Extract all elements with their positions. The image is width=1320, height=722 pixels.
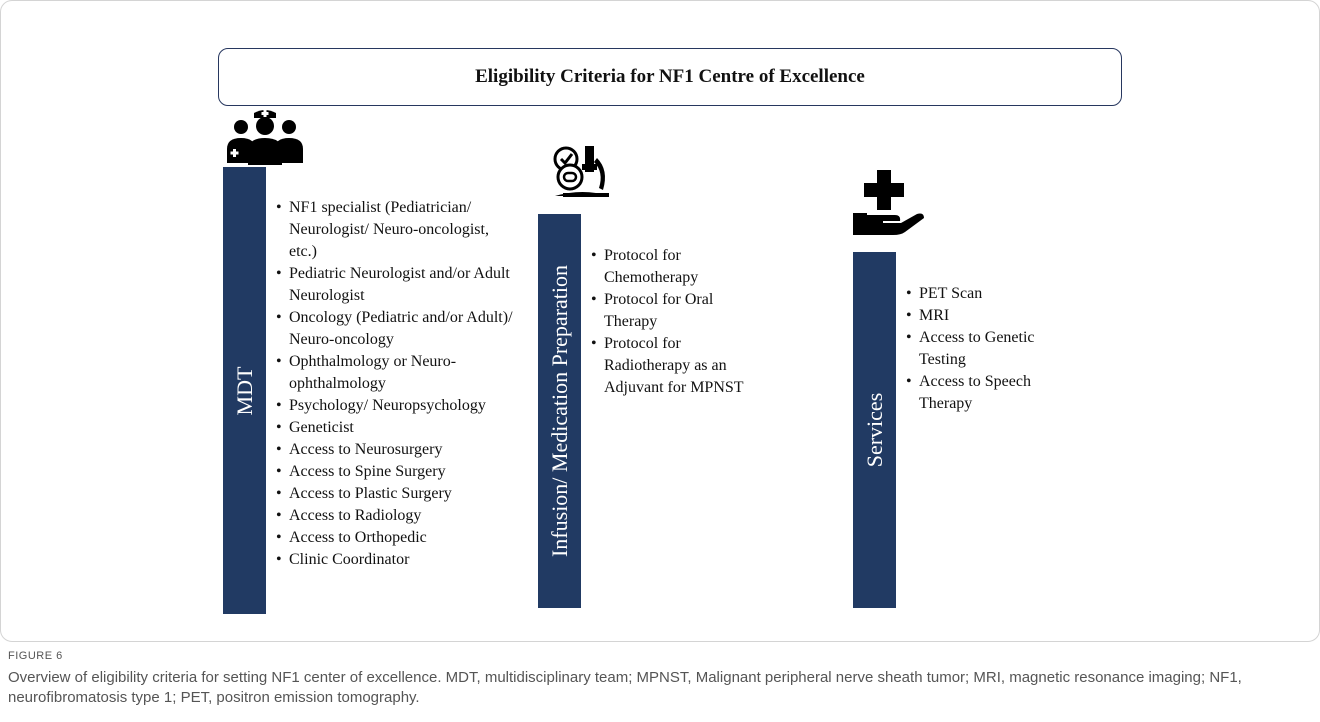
list-item: Psychology/ Neuropsychology <box>273 395 513 417</box>
medical-team-icon <box>227 110 303 165</box>
mdt-bar: MDT <box>223 167 266 614</box>
figure-caption: FIGURE 6 Overview of eligibility criteri… <box>8 650 1308 708</box>
list-item: PET Scan <box>903 283 1073 305</box>
list-item: Pediatric Neurologist and/or Adult Neuro… <box>273 263 513 307</box>
infusion-criteria-list: Protocol for Chemotherapy Protocol for O… <box>588 245 758 399</box>
mdt-bar-label: MDT <box>231 366 257 415</box>
infusion-bar: Infusion/ Medication Preparation <box>538 214 581 608</box>
infusion-bar-label: Infusion/ Medication Preparation <box>546 264 572 558</box>
services-bar: Services <box>853 252 896 608</box>
list-item: Protocol for Oral Therapy <box>588 289 758 333</box>
list-item: Oncology (Pediatric and/or Adult)/ Neuro… <box>273 307 513 351</box>
list-item: NF1 specialist (Pediatrician/ Neurologis… <box>273 197 513 263</box>
list-item: Access to Genetic Testing <box>903 327 1073 371</box>
list-item: Access to Orthopedic <box>273 527 513 549</box>
list-item: Protocol for Radiotherapy as an Adjuvant… <box>588 333 758 399</box>
list-item: Access to Neurosurgery <box>273 439 513 461</box>
list-item: Protocol for Chemotherapy <box>588 245 758 289</box>
services-bar-label: Services <box>861 392 887 468</box>
figure-panel: Eligibility Criteria for NF1 Centre of E… <box>0 0 1320 642</box>
medication-microscope-icon <box>553 146 609 197</box>
figure-caption-text: Overview of eligibility criteria for set… <box>8 669 1242 706</box>
figure-label: FIGURE 6 <box>8 650 63 662</box>
list-item: MRI <box>903 305 1073 327</box>
list-item: Access to Radiology <box>273 505 513 527</box>
diagram-title: Eligibility Criteria for NF1 Centre of E… <box>218 48 1122 106</box>
list-item: Ophthalmology or Neuro-ophthalmology <box>273 351 513 395</box>
list-item: Clinic Coordinator <box>273 549 513 571</box>
services-criteria-list: PET Scan MRI Access to Genetic Testing A… <box>903 283 1073 415</box>
list-item: Access to Plastic Surgery <box>273 483 513 505</box>
list-item: Access to Spine Surgery <box>273 461 513 483</box>
list-item: Geneticist <box>273 417 513 439</box>
hand-medical-cross-icon <box>853 170 924 235</box>
mdt-criteria-list: NF1 specialist (Pediatrician/ Neurologis… <box>273 197 513 571</box>
list-item: Access to Speech Therapy <box>903 371 1073 415</box>
